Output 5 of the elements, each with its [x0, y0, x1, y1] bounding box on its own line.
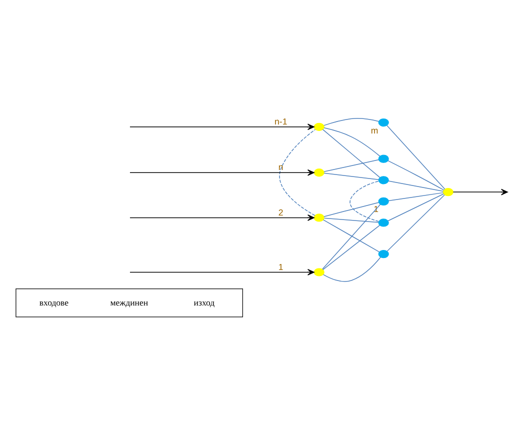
edge-label: n-1: [274, 116, 288, 127]
edge-label: 2: [278, 207, 284, 218]
edge-label: n: [278, 162, 284, 172]
node-label: m: [370, 125, 378, 136]
edge-label: 1: [278, 262, 284, 272]
